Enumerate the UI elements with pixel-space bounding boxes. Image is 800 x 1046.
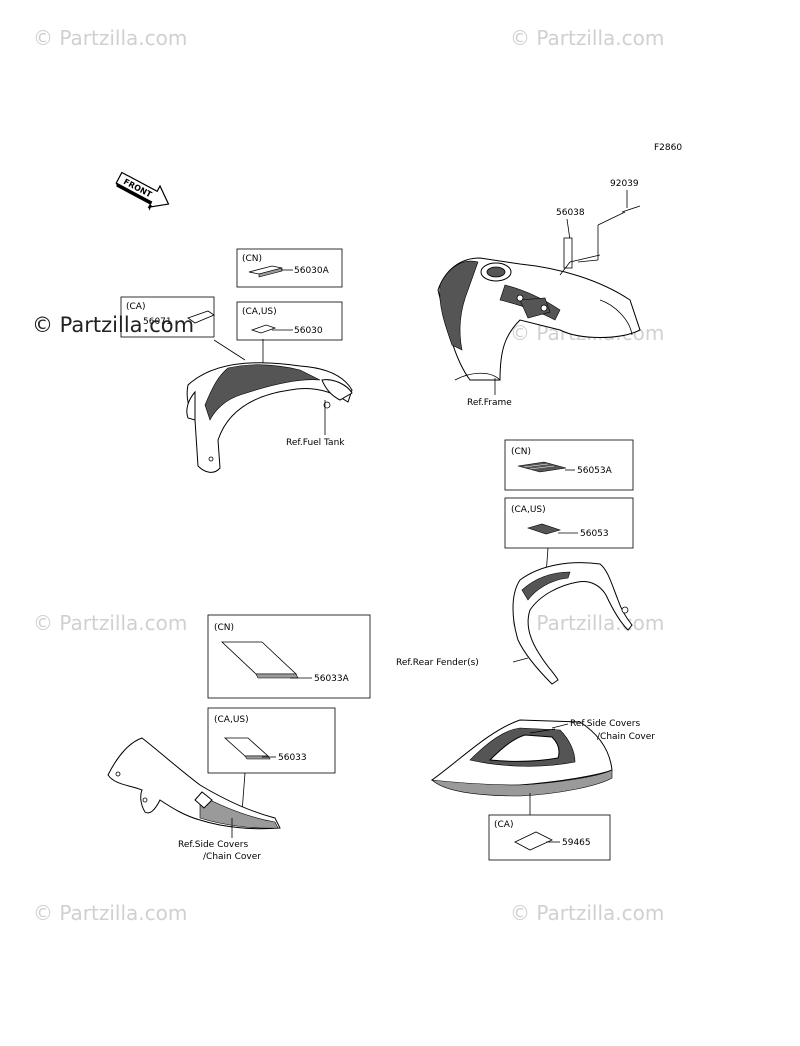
box-cn-56033a[interactable]: (CN) 56033A: [207, 614, 371, 699]
box-cn-56030a-region: (CN): [242, 254, 262, 264]
box-caus-56030[interactable]: (CA,US) 56030: [236, 301, 343, 341]
box-ca-59465-part: 59465: [562, 838, 591, 848]
ref-side-covers-left-line2: /Chain Cover: [203, 852, 261, 862]
chain-cover-part: [107, 737, 281, 830]
box-caus-56033-region: (CA,US): [214, 715, 249, 725]
watermark-top-right: © Partzilla.com: [510, 26, 664, 50]
box-cn-56030a-part: 56030A: [294, 266, 330, 276]
box-cn-56053a[interactable]: (CN) 56053A: [504, 439, 634, 491]
box-caus-56053-part: 56053: [580, 529, 609, 539]
box-caus-56053-region: (CA,US): [511, 505, 546, 515]
watermark-lower-left: © Partzilla.com: [33, 611, 187, 635]
decal-56053a-icon: [517, 461, 567, 473]
watermark-bottom-right: © Partzilla.com: [510, 901, 664, 925]
box-cn-56053a-part: 56053A: [577, 466, 613, 476]
box-cn-56033a-region: (CN): [214, 623, 234, 633]
box-cn-56033a-part: 56033A: [314, 674, 350, 684]
box-ca-56071[interactable]: (CA) 56071: [120, 296, 215, 338]
watermark-bold: © Partzilla.com: [32, 313, 194, 337]
box-caus-56033-part: 56033: [278, 753, 307, 763]
tail-cover-part: [430, 719, 613, 797]
decal-56038-icon: [563, 237, 573, 269]
box-ca-56071-part: 56071: [143, 317, 172, 327]
watermark-lower-right: © Partzilla.com: [510, 611, 664, 635]
box-caus-56053[interactable]: (CA,US) 56053: [504, 497, 634, 549]
box-caus-56030-part: 56030: [294, 326, 323, 336]
figure-code: F2860: [654, 143, 682, 153]
ref-side-covers-right-line2: /Chain Cover: [597, 732, 655, 742]
frame-part: [437, 254, 641, 381]
ref-side-covers-right-line1: Ref.Side Covers: [570, 719, 640, 729]
watermark-bottom-left: © Partzilla.com: [33, 901, 187, 925]
ref-side-covers-left-line1: Ref.Side Covers: [178, 840, 248, 850]
decal-56030-icon: [250, 324, 277, 334]
box-ca-59465-region: (CA): [494, 820, 513, 830]
fuel-tank-cover-part: [186, 362, 353, 473]
part-56038: 56038: [556, 208, 585, 218]
ref-frame: Ref.Frame: [467, 398, 512, 408]
front-arrow-icon: FRONT: [115, 171, 170, 211]
decal-56071-icon: [187, 310, 215, 324]
decal-56053-icon: [526, 523, 562, 535]
box-caus-56033[interactable]: (CA,US) 56033: [207, 707, 336, 774]
box-ca-59465[interactable]: (CA) 59465: [488, 814, 611, 861]
box-caus-56030-region: (CA,US): [242, 307, 277, 317]
ref-fuel-tank: Ref.Fuel Tank: [286, 438, 345, 448]
decal-56030a-icon: [248, 265, 283, 278]
decal-59465-icon: [514, 831, 553, 851]
box-cn-56030a[interactable]: (CN) 56030A: [236, 248, 343, 288]
part-92039: 92039: [610, 179, 639, 189]
box-ca-56071-region: (CA): [126, 302, 145, 312]
ref-rear-fender: Ref.Rear Fender(s): [396, 658, 479, 668]
watermark-top-left: © Partzilla.com: [33, 26, 187, 50]
rear-fender-part: [512, 562, 633, 685]
box-cn-56053a-region: (CN): [511, 447, 531, 457]
